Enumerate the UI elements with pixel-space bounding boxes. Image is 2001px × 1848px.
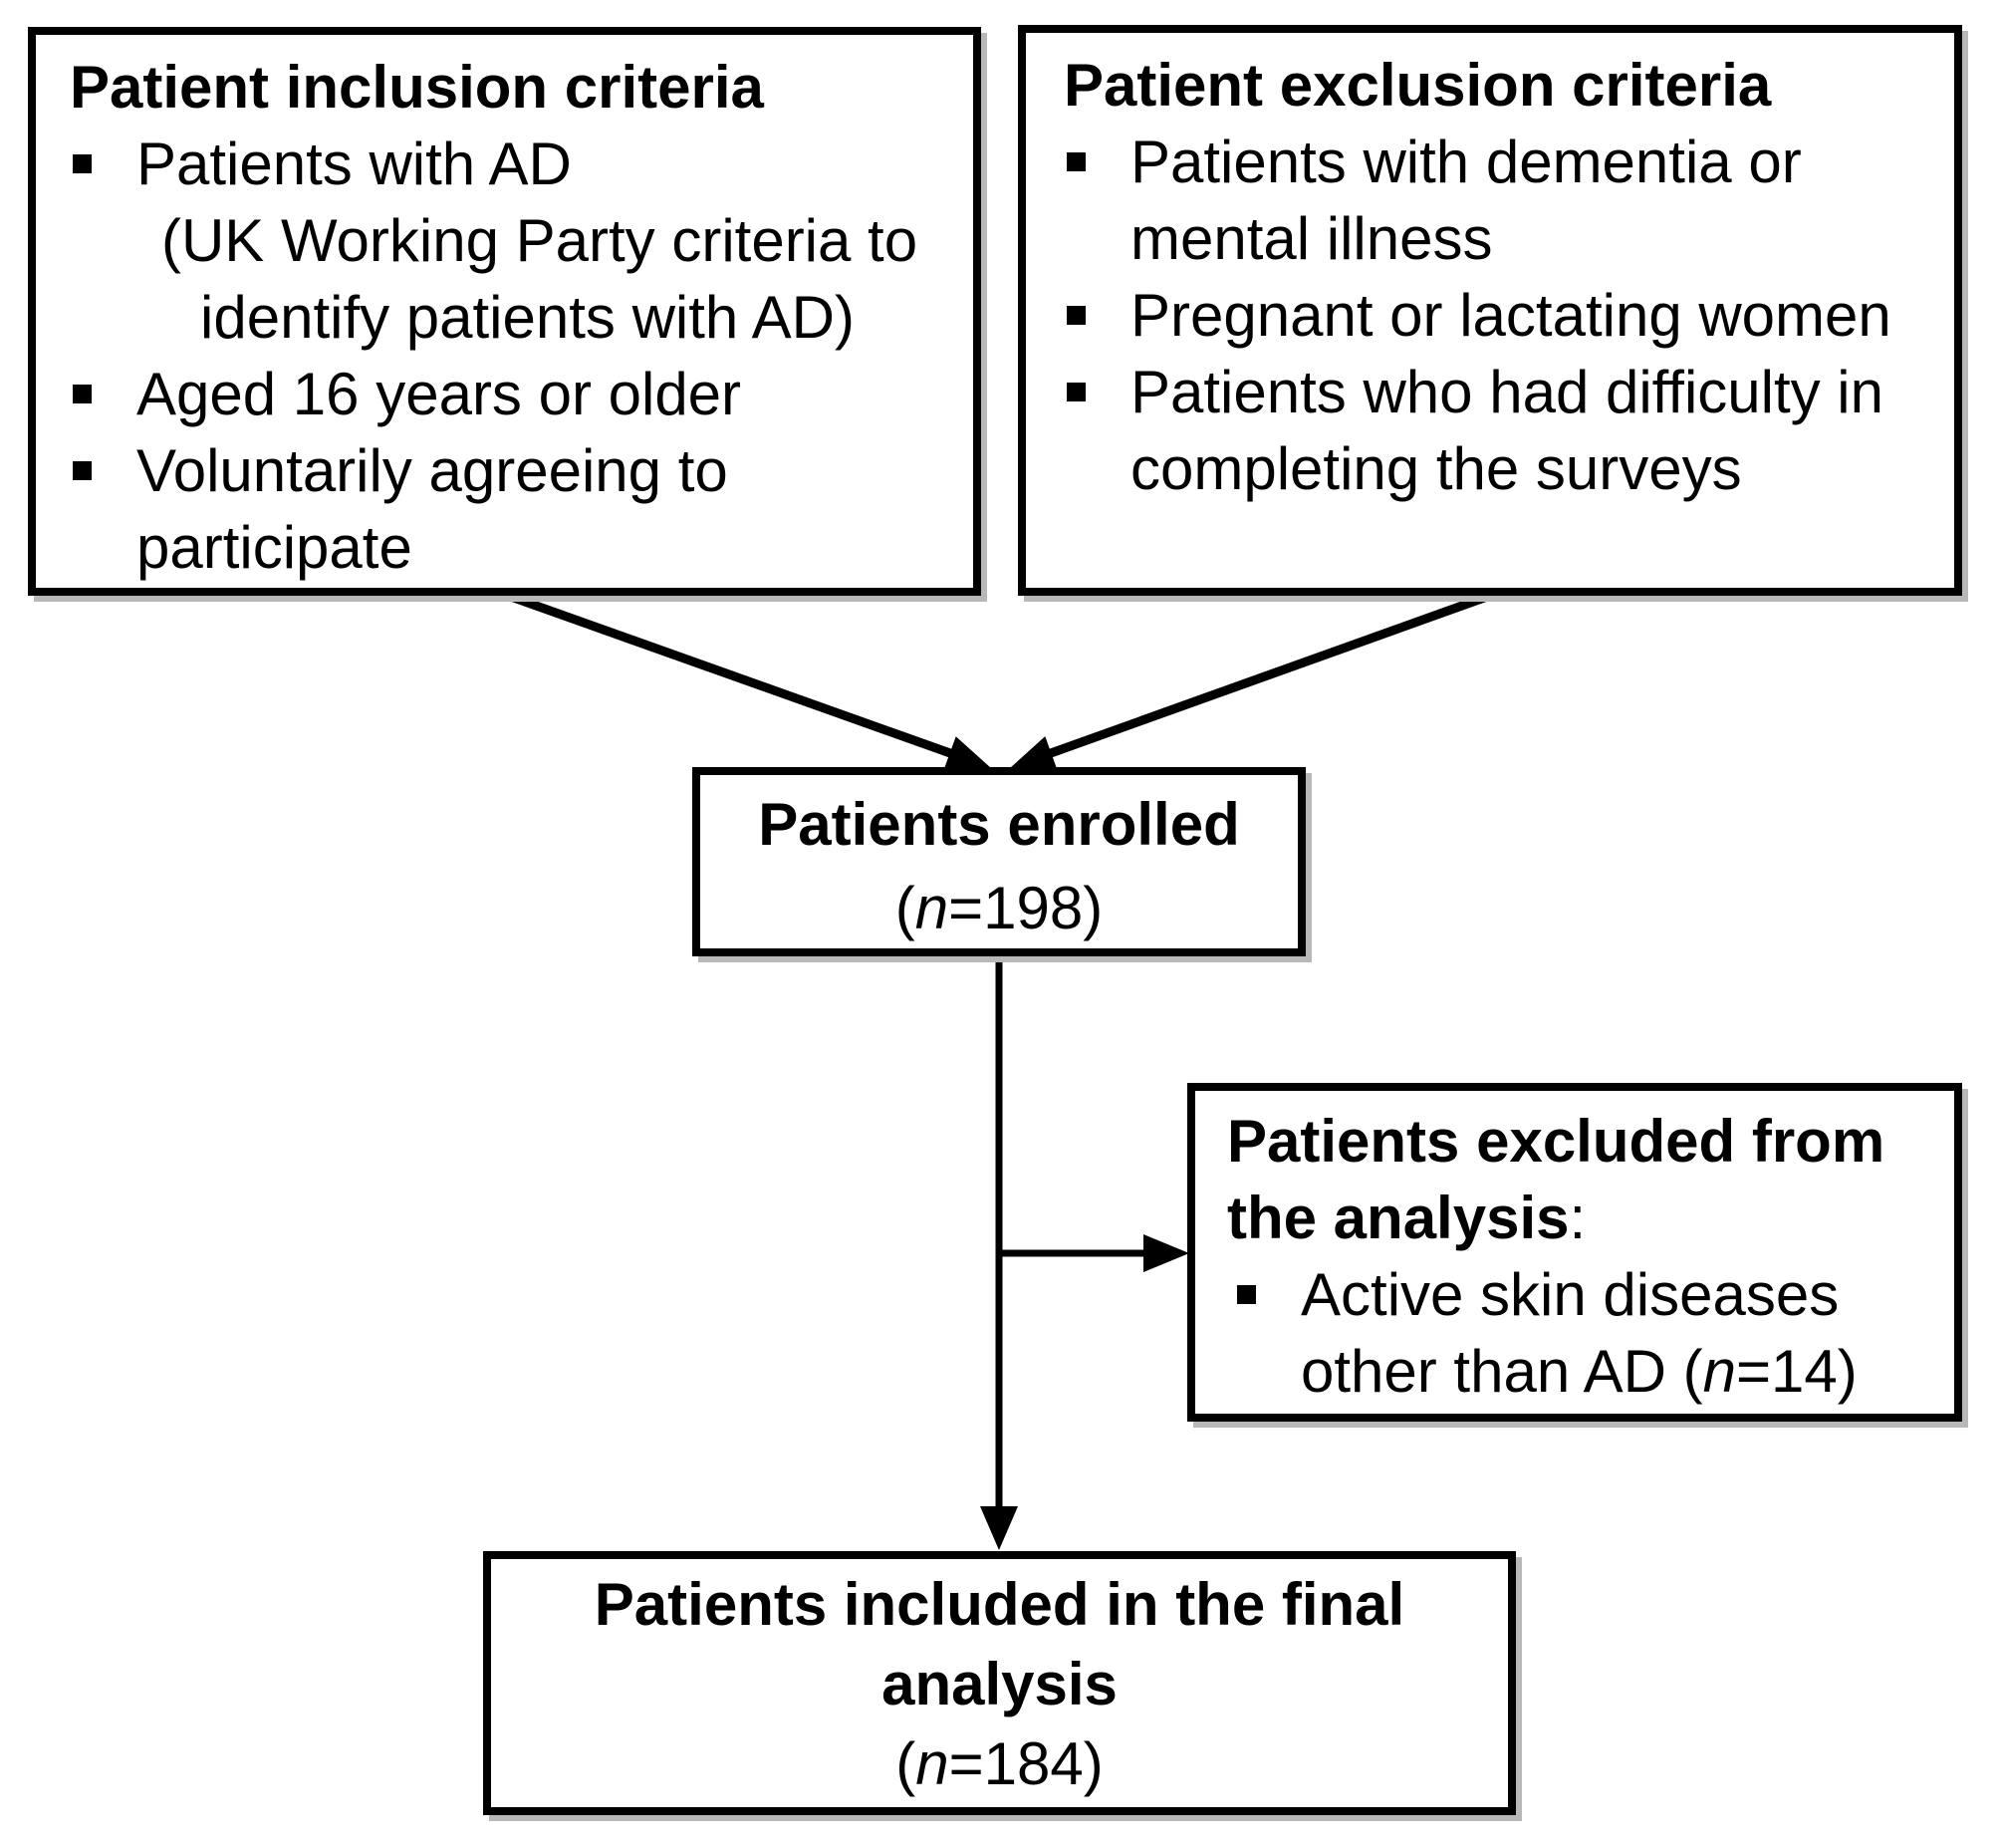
- bullet-square-icon: [1237, 1285, 1256, 1304]
- final-title-line: analysis: [881, 1651, 1118, 1717]
- list-item-line: Voluntarily agreeing to: [136, 437, 728, 504]
- excluded-title-line: Patients excluded from: [1227, 1108, 1885, 1175]
- list-item-line: other than AD (n=14): [1301, 1338, 1858, 1405]
- list-item: Patients with dementia or mental illness: [1064, 124, 1938, 277]
- paren-open: (: [894, 875, 915, 941]
- bullet-square-icon: [1067, 152, 1086, 171]
- list-item-text: Active skin diseases other than AD (n=14…: [1301, 1256, 1858, 1410]
- inclusion-title: Patient inclusion criteria: [70, 54, 764, 121]
- patients-excluded-box: Patients excluded from the analysis: Act…: [1187, 1083, 1962, 1422]
- paren-open: (: [895, 1730, 916, 1797]
- list-item: Active skin diseases other than AD (n=14…: [1227, 1256, 1940, 1410]
- list-item: Patients with AD (UK Working Party crite…: [70, 126, 955, 356]
- list-item-line: Patients who had difficulty in: [1130, 359, 1884, 425]
- enrolled-title: Patients enrolled: [758, 791, 1240, 858]
- count-value: =198): [948, 875, 1104, 941]
- arrow-branch-to-excluded: [999, 1234, 1189, 1272]
- list-item-text: Pregnant or lactating women: [1130, 277, 1891, 354]
- arrow-exclusion-to-enrolled: [1010, 592, 1489, 770]
- bullet-square-icon: [73, 385, 92, 403]
- list-item-line: identify patients with AD): [200, 284, 855, 351]
- arrowhead-icon: [980, 1506, 1018, 1550]
- bullet-square-icon: [1067, 306, 1086, 325]
- final-title-line: Patients included in the final: [594, 1571, 1405, 1638]
- arrow-inclusion-to-enrolled: [509, 592, 991, 770]
- arrow-line: [509, 592, 952, 758]
- list-item-line: Active skin diseases: [1301, 1261, 1840, 1328]
- list-item-line: participate: [136, 514, 412, 581]
- final-analysis-box: Patients included in the final analysis …: [483, 1551, 1516, 1815]
- list-item: Voluntarily agreeing to participate: [70, 432, 955, 586]
- arrowhead-icon: [1143, 1234, 1189, 1272]
- arrow-line: [1049, 592, 1489, 758]
- arrowhead-icon: [943, 736, 991, 770]
- arrow-enrolled-to-final: [980, 952, 1018, 1550]
- list-item-line: Pregnant or lactating women: [1130, 282, 1891, 349]
- excluded-title-line: the analysis:: [1227, 1185, 1587, 1251]
- bullet-square-icon: [73, 461, 92, 480]
- n-symbol: n: [1702, 1338, 1736, 1405]
- bullet-square-icon: [1067, 383, 1086, 401]
- count-value: =184): [948, 1730, 1104, 1797]
- list-item-line: Patients with AD: [136, 131, 572, 197]
- list-item-text: Patients with dementia or mental illness: [1130, 124, 1802, 277]
- list-item-text: Patients who had difficulty in completin…: [1130, 354, 1883, 507]
- list-item-line: Aged 16 years or older: [136, 361, 742, 427]
- final-count: (n=184): [491, 1724, 1508, 1804]
- list-item: Patients who had difficulty in completin…: [1064, 354, 1938, 507]
- arrowhead-icon: [1010, 736, 1058, 770]
- list-item-text: Voluntarily agreeing to participate: [136, 432, 728, 586]
- list-item: Pregnant or lactating women: [1064, 277, 1938, 354]
- inclusion-criteria-box: Patient inclusion criteria Patients with…: [28, 27, 981, 596]
- list-item-line: completing the surveys: [1130, 435, 1742, 502]
- list-item-line: (UK Working Party criteria to: [161, 207, 918, 274]
- patients-enrolled-box: Patients enrolled (n=198): [692, 767, 1306, 956]
- enrolled-count: (n=198): [700, 867, 1298, 950]
- n-symbol: n: [914, 875, 949, 941]
- list-item: Aged 16 years or older: [70, 356, 955, 432]
- list-item-line: mental illness: [1130, 205, 1493, 272]
- list-item-line: Patients with dementia or: [1130, 129, 1802, 195]
- exclusion-criteria-box: Patient exclusion criteria Patients with…: [1018, 25, 1962, 596]
- n-symbol: n: [915, 1730, 949, 1797]
- exclusion-title: Patient exclusion criteria: [1064, 52, 1772, 119]
- bullet-square-icon: [73, 154, 92, 173]
- list-item-text: Aged 16 years or older: [136, 356, 741, 432]
- list-item-text: Patients with AD (UK Working Party crite…: [136, 126, 917, 356]
